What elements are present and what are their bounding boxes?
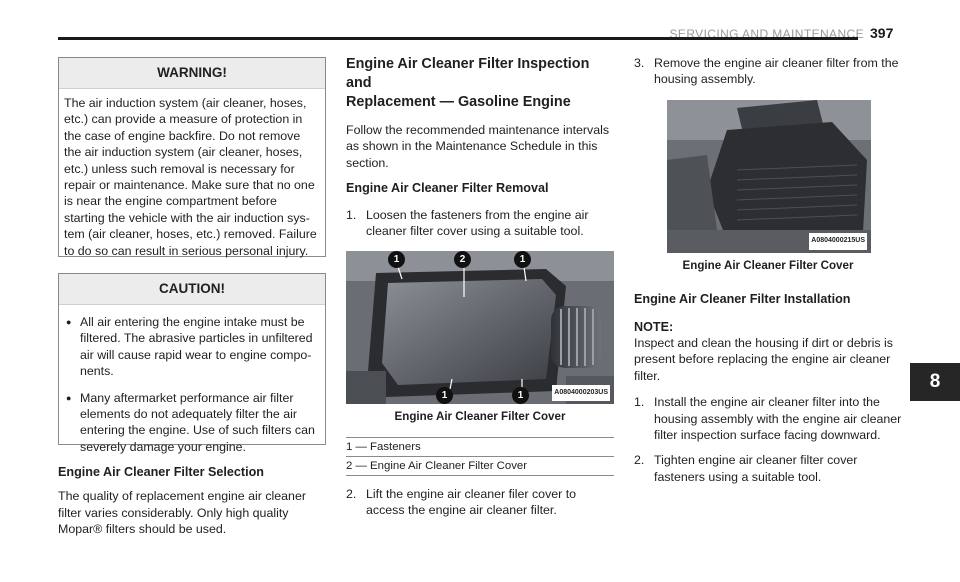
- note-text: Inspect and clean the housing if dirt or…: [634, 336, 893, 383]
- selection-heading: Engine Air Cleaner Filter Selection: [58, 465, 264, 479]
- warning-title: WARNING!: [59, 58, 325, 89]
- legend-rule: [346, 436, 614, 438]
- warning-box: WARNING! The air induction system (air c…: [58, 57, 326, 258]
- column-middle: Engine Air Cleaner Filter Inspection and…: [346, 55, 614, 519]
- warning-text: The air induction system (air cleaner, h…: [64, 96, 317, 258]
- removal-heading: Engine Air Cleaner Filter Removal: [346, 181, 549, 196]
- removal-step-2: 2. Lift the engine air cleaner filer cov…: [346, 486, 577, 518]
- figure-filter-housing: A0804000215US: [667, 99, 871, 253]
- callout-1: 1: [512, 387, 529, 405]
- figure-id: A0804000203US: [552, 385, 610, 402]
- figure-id: A0804000215US: [809, 233, 867, 250]
- bullet-dot-icon: ●: [66, 392, 72, 403]
- intro-text: Follow the recommended maintenance inter…: [346, 123, 610, 170]
- column-right: 3. Remove the engine air cleaner filter …: [634, 55, 902, 485]
- callout-1: 1: [514, 251, 531, 269]
- air-filter-housing-photo: [667, 99, 871, 253]
- engine-air-cleaner-photo: [346, 251, 614, 405]
- chapter-tab[interactable]: 8: [910, 363, 960, 401]
- installation-step-2: 2. Tighten engine air cleaner filter cov…: [634, 453, 858, 484]
- figure-caption: Engine Air Cleaner Filter Cover: [394, 410, 566, 424]
- legend-rule: [346, 455, 614, 457]
- legend-rule: [346, 474, 614, 476]
- removal-step-3: 3. Remove the engine air cleaner filter …: [634, 56, 899, 87]
- installation-heading: Engine Air Cleaner Filter Installation: [634, 292, 851, 307]
- caution-item: ● Many aftermarket performance air filte…: [66, 390, 315, 454]
- legend-row: 2 — Engine Air Cleaner Filter Cover: [346, 459, 528, 472]
- bullet-dot-icon: ●: [66, 317, 72, 327]
- figure-caption: Engine Air Cleaner Filter Cover: [682, 258, 854, 272]
- note-label: NOTE:: [634, 319, 674, 334]
- section-title: Engine Air Cleaner Filter Inspection and…: [346, 56, 590, 110]
- removal-step-1: 1. Loosen the fasteners from the engine …: [346, 207, 589, 239]
- caution-box: CAUTION! ● All air entering the engine i…: [58, 273, 326, 454]
- callout-1: 1: [388, 251, 405, 269]
- column-left: WARNING! The air induction system (air c…: [58, 57, 326, 538]
- caution-item: ● All air entering the engine intake mus…: [66, 315, 313, 379]
- figure-filter-cover-fasteners: 1 2 1 1 1 A0804000203US: [346, 251, 614, 405]
- legend-row: 1 — Fasteners: [346, 440, 421, 453]
- callout-1: 1: [436, 387, 453, 405]
- callout-2: 2: [454, 251, 471, 269]
- installation-step-1: 1. Install the engine air cleaner filter…: [634, 395, 902, 443]
- caution-title: CAUTION!: [59, 274, 325, 305]
- page-number: 397: [870, 25, 894, 41]
- selection-text: The quality of replacement engine air cl…: [58, 489, 306, 537]
- header-rule: [58, 37, 858, 40]
